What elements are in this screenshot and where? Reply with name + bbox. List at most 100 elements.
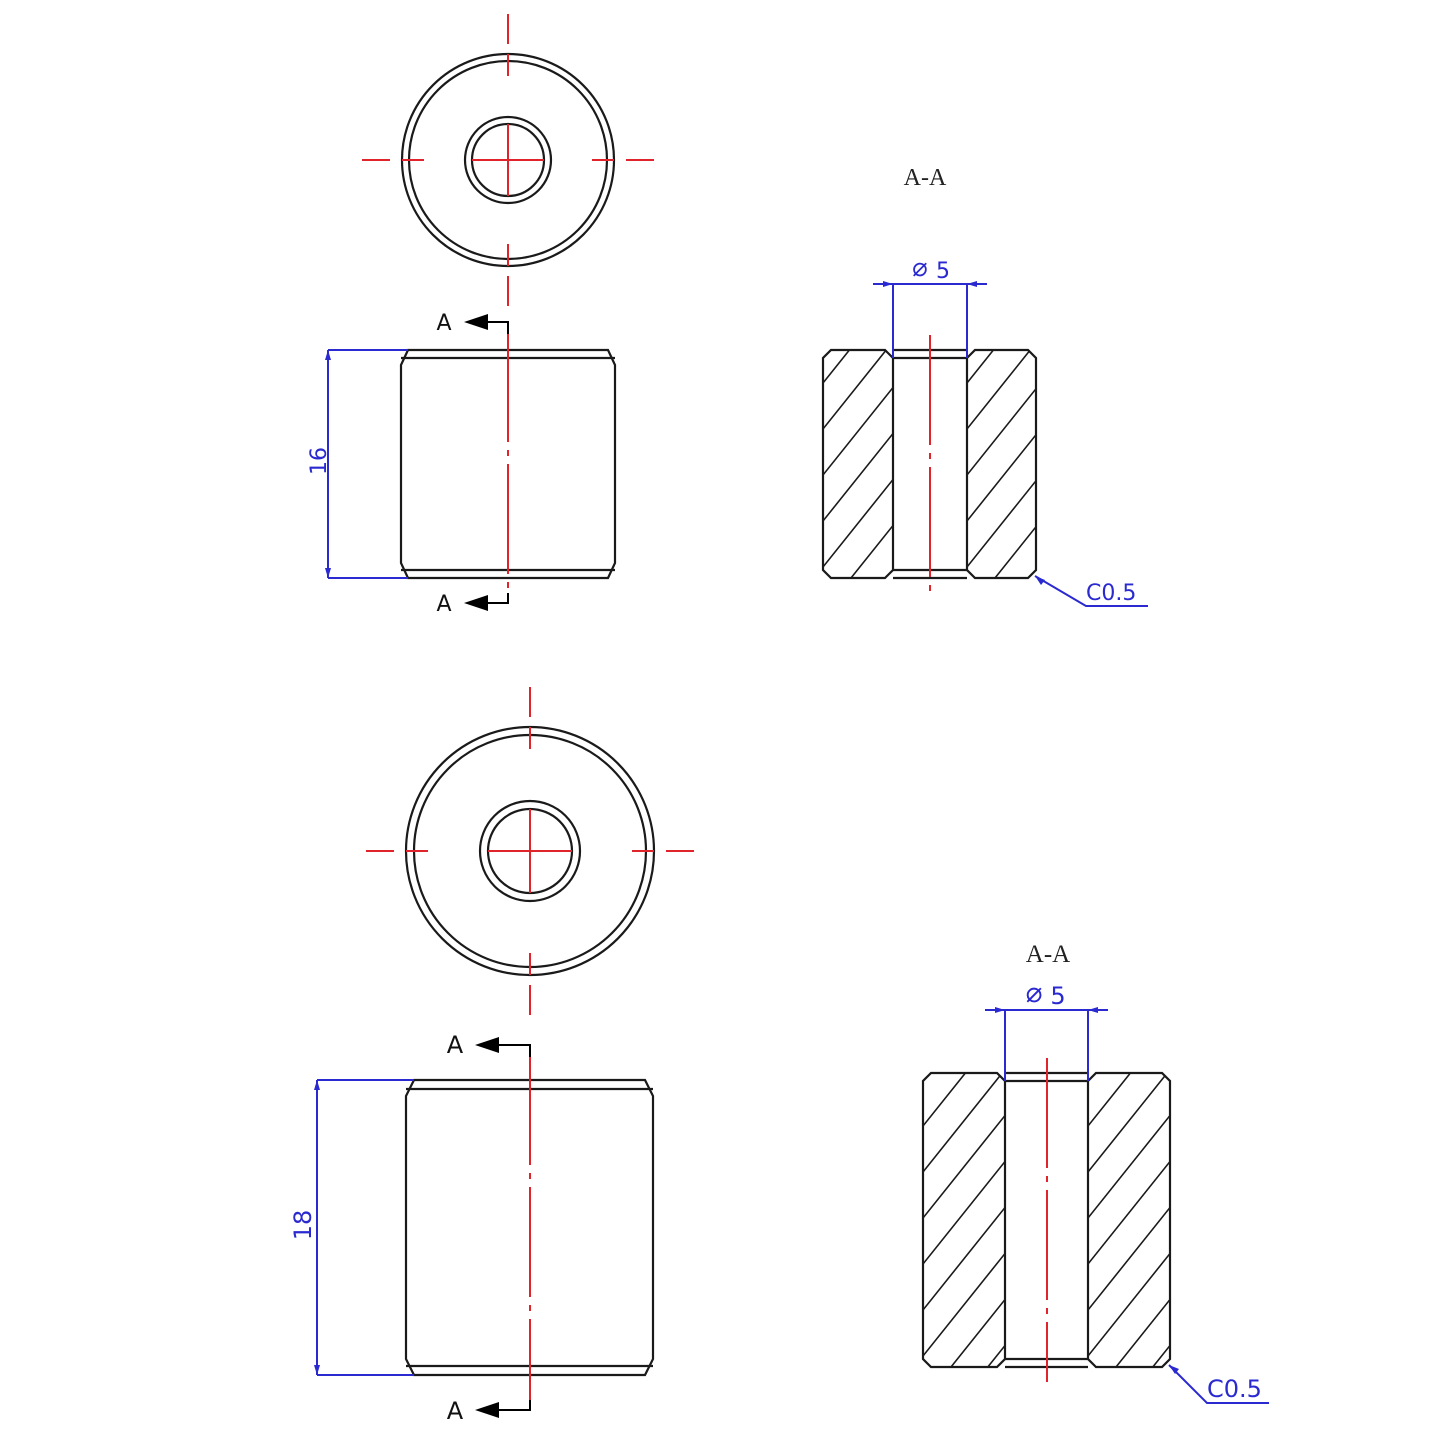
- section-title: A-A: [904, 165, 947, 191]
- hatch-line: [803, 639, 913, 777]
- hatch-line: [1088, 1274, 1170, 1367]
- hatch-line: [947, 686, 1056, 822]
- section-title: A-A: [1026, 941, 1070, 968]
- diameter-value: 5: [1050, 982, 1065, 1010]
- hatch-pattern: [947, 42, 1056, 960]
- body-outline: [399, 348, 617, 580]
- hatch-line: [803, 179, 913, 317]
- bore-diameter-label: ⌀ 5: [1026, 976, 1066, 1010]
- hatch-line: [947, 134, 1056, 270]
- chamfer-leader-line: [1034, 575, 1148, 607]
- hatch-line: [923, 1274, 1005, 1367]
- hatch-pattern: [803, 41, 913, 1053]
- hatch-line: [923, 1320, 1005, 1367]
- hatch-line: [803, 41, 913, 179]
- section-arrow-top-icon: [475, 1037, 499, 1053]
- hatch-line: [823, 500, 893, 578]
- diameter-symbol-icon: ⌀: [912, 253, 928, 283]
- hatch-line: [967, 547, 1036, 578]
- hatch-line: [923, 1073, 1005, 1198]
- hatch-line: [1068, 815, 1190, 968]
- hatch-line: [1088, 1073, 1170, 1198]
- section-left-wall: [921, 1071, 1007, 1369]
- hatch-line: [967, 409, 1036, 547]
- hatch-line: [823, 362, 893, 501]
- hatch-line: [967, 350, 1036, 455]
- body-outline: [404, 1078, 655, 1377]
- part-2-front-view: [314, 1037, 655, 1418]
- chamfer-leader-line: [1168, 1364, 1269, 1404]
- hatch-line: [1088, 1073, 1170, 1106]
- part-2-section-view: [903, 815, 1269, 1445]
- section-cut-line-bottom: [488, 593, 509, 604]
- dim-arrow-right-icon: [1088, 1007, 1098, 1013]
- section-arrow-top-icon: [464, 314, 488, 330]
- section-mark-label-top: A: [447, 1031, 464, 1059]
- hatch-line: [1088, 1320, 1170, 1367]
- part-2: A-A 18 A A ⌀ 5 C0.5: [289, 687, 1269, 1445]
- hatch-line: [1088, 1136, 1170, 1290]
- section-mark-label-bottom: A: [447, 1397, 464, 1425]
- height-dimension-label: 16: [307, 447, 332, 475]
- chamfer-note: C0.5: [1086, 581, 1136, 606]
- chamfer-note: C0.5: [1207, 1375, 1262, 1403]
- section-mark-label-top: A: [436, 311, 451, 336]
- height-dimension-label: 18: [289, 1210, 317, 1241]
- section-arrow-bottom-icon: [475, 1402, 499, 1418]
- hatch-line: [823, 350, 893, 409]
- section-cut-line-bottom: [499, 1400, 531, 1411]
- hatch-line: [1068, 861, 1190, 1014]
- hatch-line: [803, 869, 913, 1007]
- hatch-line: [803, 915, 913, 1053]
- hatch-line: [947, 42, 1056, 178]
- leader-arrow-icon: [1169, 1365, 1179, 1374]
- hatch-line: [967, 363, 1036, 501]
- section-left-wall: [821, 348, 895, 580]
- dim-arrow-bottom-icon: [325, 568, 331, 578]
- hatch-line: [923, 1136, 1005, 1290]
- hatch-line: [823, 350, 893, 455]
- hatch-line: [947, 732, 1056, 868]
- hatch-line: [1088, 1090, 1170, 1244]
- part-1: A-A 16 A A ⌀ 5 C0.5: [307, 14, 1148, 1053]
- hatch-line: [803, 823, 913, 961]
- bore-diameter-label: ⌀ 5: [912, 253, 950, 284]
- part-1-section-view: [803, 41, 1148, 1053]
- hatch-line: [923, 1366, 1005, 1367]
- hatch-line: [947, 778, 1056, 914]
- section-right-wall: [965, 348, 1038, 580]
- hatch-line: [823, 454, 893, 578]
- hatch-line: [903, 1413, 1025, 1445]
- hatch-line: [903, 861, 1025, 1014]
- leader-arrow-icon: [1035, 576, 1045, 585]
- diameter-value: 5: [936, 259, 950, 284]
- hatch-line: [823, 350, 893, 363]
- hatch-line: [803, 87, 913, 225]
- part-1-front-view: [325, 314, 617, 611]
- hatch-line: [1068, 1413, 1190, 1445]
- part-2-top-view: [366, 687, 694, 1015]
- hatch-line: [967, 350, 1036, 363]
- hatch-line: [823, 546, 893, 578]
- bore-chamfer-circle: [463, 115, 553, 205]
- hatch-line: [967, 501, 1036, 578]
- diameter-symbol-icon: ⌀: [1026, 976, 1043, 1009]
- section-arrow-bottom-icon: [464, 595, 488, 611]
- hatch-pattern: [903, 861, 1025, 1445]
- hatch-line: [947, 88, 1056, 224]
- part-1-top-view: [362, 14, 654, 306]
- hatch-line: [803, 777, 913, 915]
- section-mark-label-bottom: A: [436, 592, 451, 617]
- hatch-line: [947, 180, 1056, 316]
- hatch-line: [923, 1090, 1005, 1244]
- hatch-line: [803, 685, 913, 823]
- hatch-line: [823, 408, 893, 547]
- dim-arrow-left-icon: [995, 1007, 1005, 1013]
- hatch-line: [947, 640, 1056, 776]
- section-cut-line-top: [499, 1044, 531, 1057]
- hatch-line: [947, 824, 1056, 960]
- section-cut-line-top: [488, 321, 509, 334]
- hatch-line: [947, 594, 1056, 730]
- hatch-line: [1088, 1182, 1170, 1336]
